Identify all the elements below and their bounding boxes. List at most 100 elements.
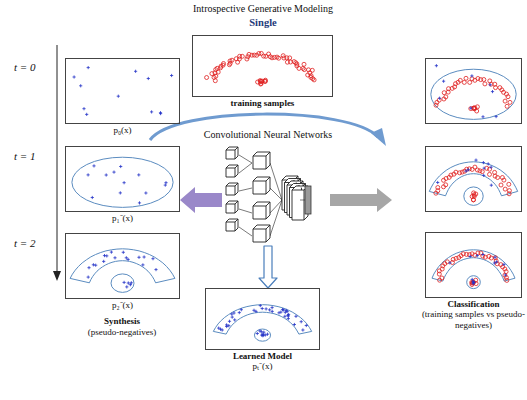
density-contour xyxy=(429,162,517,196)
training-sample xyxy=(310,68,314,72)
pseudo-negative xyxy=(164,184,167,187)
pseudo-negative xyxy=(442,80,445,83)
training-sample xyxy=(469,107,473,111)
scatter-panel: p₂⁻(x) xyxy=(65,233,180,299)
pseudo-negative xyxy=(487,162,490,165)
pseudo-negative xyxy=(481,253,484,256)
pseudo-negative xyxy=(476,254,479,257)
pseudo-negative xyxy=(294,315,297,318)
pseudo-negative xyxy=(123,181,126,184)
pseudo-negative xyxy=(277,311,280,314)
density-contour xyxy=(254,329,270,341)
pseudo-negative xyxy=(151,257,154,260)
pseudo-negative xyxy=(127,281,130,284)
node-label: p₂⁻(x) xyxy=(112,300,133,310)
pseudo-negative xyxy=(150,110,153,113)
pseudo-negative xyxy=(483,167,486,170)
training-sample xyxy=(240,54,244,58)
pseudo-negative xyxy=(125,256,128,259)
training-sample xyxy=(444,183,448,187)
pseudo-negative xyxy=(102,260,105,263)
pseudo-negative xyxy=(493,261,496,264)
pseudo-negative xyxy=(305,324,308,327)
training-sample xyxy=(507,182,511,186)
panel-caption: training samples xyxy=(231,98,295,108)
pseudo-negative xyxy=(154,268,157,271)
time-axis-head xyxy=(53,271,61,281)
training-sample xyxy=(478,169,482,173)
column-caption: Synthesis xyxy=(104,316,140,326)
pseudo-negative xyxy=(256,332,259,335)
pseudo-negative xyxy=(123,281,126,284)
training-sample xyxy=(496,176,500,180)
pseudo-negative xyxy=(87,66,90,69)
pseudo-negative xyxy=(240,308,243,311)
pseudo-negative xyxy=(112,171,115,174)
loop-arrow xyxy=(150,114,378,140)
training-sample xyxy=(464,76,468,80)
flow-arrow xyxy=(259,246,277,288)
training-sample xyxy=(503,99,507,103)
panel-caption: Learned Modelpₜ⁻(x) xyxy=(233,351,292,372)
training-sample xyxy=(467,253,471,257)
scatter-panel: training samples xyxy=(192,35,333,97)
pseudo-negative xyxy=(238,311,241,314)
node-label: p₀(x) xyxy=(113,125,131,135)
training-sample xyxy=(460,170,464,174)
scatter-panel: Learned Modelpₜ⁻(x) xyxy=(205,288,320,350)
scatter-panel: p₀(x) xyxy=(65,58,180,124)
pseudo-negative xyxy=(105,173,108,176)
training-sample xyxy=(435,100,439,104)
pseudo-negative xyxy=(113,256,116,259)
density-contour xyxy=(111,274,134,292)
feature-map xyxy=(226,219,238,231)
pseudo-negative xyxy=(119,165,122,168)
pseudo-negative xyxy=(481,115,484,118)
network-wire xyxy=(270,188,282,200)
pseudo-negative xyxy=(87,276,90,279)
pseudo-negative xyxy=(87,173,90,176)
training-sample xyxy=(471,198,475,202)
column-caption: (pseudo-negatives) xyxy=(88,327,156,337)
diagram-title: Introspective Generative Modeling xyxy=(193,3,333,14)
training-sample xyxy=(302,68,306,72)
pseudo-negative xyxy=(138,201,141,204)
pseudo-negative xyxy=(268,308,271,311)
pseudo-negative xyxy=(265,307,268,310)
pseudo-negative xyxy=(279,311,282,314)
pseudo-negative xyxy=(491,90,494,93)
training-sample xyxy=(297,66,301,70)
pseudo-negative xyxy=(438,97,441,100)
training-sample xyxy=(222,62,226,66)
pseudo-negative xyxy=(147,77,150,80)
time-step-label: t = 1 xyxy=(14,150,35,162)
pseudo-negative xyxy=(137,256,140,259)
pseudo-negative xyxy=(502,263,505,266)
training-sample xyxy=(437,269,441,273)
subtitle: Single xyxy=(249,17,276,28)
training-sample xyxy=(436,186,440,190)
training-sample xyxy=(312,78,316,82)
feature-map xyxy=(226,201,238,213)
feature-map xyxy=(253,152,270,169)
network-wire xyxy=(239,227,252,236)
density-contour xyxy=(72,157,173,207)
pseudo-negative xyxy=(73,75,76,78)
training-sample xyxy=(474,192,478,196)
training-sample xyxy=(488,172,492,176)
network-wire xyxy=(270,163,282,200)
training-sample xyxy=(475,168,479,172)
feature-map xyxy=(253,225,270,242)
pseudo-negative xyxy=(259,304,262,307)
pseudo-negative xyxy=(94,264,97,267)
node-label: Convolutional Neural Networks xyxy=(204,129,332,141)
pseudo-negative xyxy=(134,70,137,73)
pseudo-negative xyxy=(91,196,94,199)
node-label: training samples xyxy=(231,98,295,108)
network-wire xyxy=(239,188,252,191)
pseudo-negative xyxy=(482,161,485,164)
training-sample xyxy=(471,281,475,285)
